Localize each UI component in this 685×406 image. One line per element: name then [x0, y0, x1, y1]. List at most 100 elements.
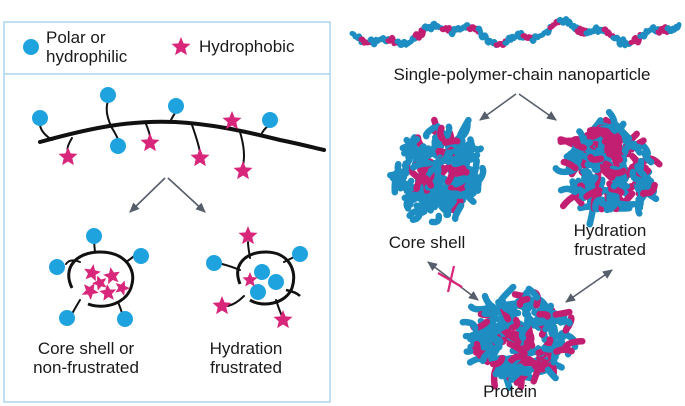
polymer-segment	[422, 174, 435, 189]
polymer-segment	[437, 124, 446, 142]
polymer-segment	[467, 303, 491, 313]
core-shell-label-2: non-frustrated	[33, 358, 139, 377]
hydration-label-2: frustrated	[210, 358, 282, 377]
polymer-arrow-right	[518, 93, 557, 121]
hydration-np-label-2: frustrated	[574, 240, 646, 259]
polymer-segment	[422, 124, 437, 140]
polar-bead	[254, 264, 270, 280]
polymer-segment	[447, 179, 470, 192]
polymer-segment	[452, 170, 474, 188]
core-shell-fold	[49, 228, 149, 327]
polymer-segment	[572, 139, 587, 151]
polymer-segment	[516, 295, 531, 308]
polymer-segment	[506, 353, 528, 366]
polymer-segment	[636, 195, 644, 211]
chain-end	[285, 288, 301, 297]
polymer-segment	[557, 318, 573, 327]
cross-mark-icon	[437, 265, 463, 293]
polymer-segment	[641, 149, 655, 166]
hydrophobic-star	[140, 133, 160, 152]
left-panel-frame	[3, 21, 331, 403]
polymer-segment	[634, 178, 647, 193]
side-chain	[191, 124, 201, 153]
polymer-segment	[509, 316, 521, 331]
polymer-segment	[530, 361, 543, 385]
polymer-segment	[536, 347, 551, 362]
side-chain	[105, 100, 113, 129]
hydrophobic-star	[58, 147, 78, 166]
polymer-segment	[415, 27, 424, 41]
hydrophobic-star	[222, 111, 242, 130]
polymer-segment	[489, 354, 506, 368]
polymer-segment	[583, 187, 603, 200]
polymer-segment	[445, 155, 462, 165]
polymer-segment	[498, 368, 521, 380]
polymer-segment	[605, 167, 627, 177]
hydrophobic-star	[115, 280, 130, 296]
polymer-segment	[605, 108, 618, 133]
polymer-segment	[463, 142, 478, 163]
polymer-segment	[628, 38, 637, 46]
polymer-segment	[424, 186, 443, 203]
main-chain	[38, 119, 326, 152]
polymer-segment	[445, 170, 456, 185]
polymer-segment	[480, 345, 496, 364]
polymer-segment	[413, 169, 427, 192]
polymer-segment	[462, 332, 478, 342]
polymer-segment	[400, 177, 415, 191]
polar-bead	[49, 259, 65, 275]
polymer-segment	[442, 123, 453, 141]
linear-chain-group	[32, 87, 326, 180]
polar-bead	[262, 112, 278, 128]
polymer-segment	[576, 128, 588, 146]
polymer-segment	[586, 126, 610, 135]
polar-bead	[168, 98, 184, 114]
polar-bead	[59, 310, 75, 326]
polymer-segment	[457, 116, 472, 138]
polymer-segment	[401, 191, 423, 202]
polymer-segment	[552, 165, 575, 176]
polar-bead	[100, 87, 116, 103]
polymer-segment	[451, 202, 465, 222]
split-arrow-left	[129, 177, 166, 213]
polymer-segment	[575, 187, 588, 202]
polymer-segment	[613, 34, 622, 45]
polymer-segment	[536, 310, 551, 320]
polymer-segment	[399, 135, 421, 152]
polymer-segment	[562, 338, 586, 351]
polymer-segment	[423, 138, 440, 161]
side-chain	[221, 263, 241, 271]
polymer-segment	[481, 309, 500, 318]
hydrophobic-star	[212, 296, 232, 315]
polymer-segment	[464, 181, 482, 192]
polymer-segment	[617, 200, 637, 208]
polymer-segment	[629, 168, 642, 183]
polymer-segment	[434, 149, 452, 167]
polymer-segment	[560, 158, 579, 172]
polymer-segment	[631, 142, 643, 156]
protein-blob	[459, 283, 586, 392]
hydration-label-1: Hydration	[209, 339, 283, 358]
polymer-segment	[488, 323, 507, 339]
polymer-segment	[673, 22, 682, 31]
polymer-segment	[409, 159, 433, 171]
polymer-segment	[552, 308, 573, 318]
polymer-segment	[518, 322, 531, 342]
polar-bead	[133, 248, 149, 264]
polar-legend-icon	[23, 39, 39, 55]
polymer-segment	[442, 137, 461, 146]
polymer-segment	[501, 304, 522, 317]
polymer-segment	[544, 366, 559, 382]
polymer-segment	[553, 346, 575, 355]
polymer-segment	[557, 185, 579, 196]
split-arrow-right	[167, 177, 206, 213]
polymer-segment	[583, 167, 593, 184]
legend-polar-label-1: Polar or	[46, 28, 106, 47]
polymer-segment	[497, 283, 517, 304]
polymer-segment	[634, 163, 647, 179]
side-chain	[71, 299, 81, 315]
side-chain	[39, 123, 53, 141]
hydrophobic-star	[103, 267, 120, 285]
polar-bead	[117, 311, 133, 327]
polymer-segment	[471, 157, 480, 177]
